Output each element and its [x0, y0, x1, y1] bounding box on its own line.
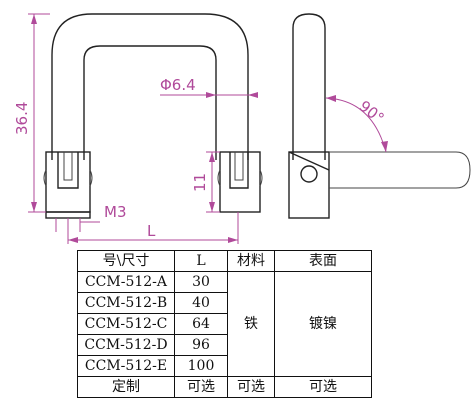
header-model: 号\尺寸 — [77, 250, 175, 272]
right-foot — [219, 151, 261, 213]
angle-label: 90° — [356, 97, 388, 128]
table-footer-row: 定制 可选 可选 可选 — [77, 376, 372, 398]
diameter-dimension: Φ6.4 — [160, 76, 258, 98]
thread-label: M3 — [104, 203, 127, 221]
footer-material: 可选 — [227, 376, 275, 398]
thread-dimension: M3 — [55, 203, 127, 232]
height-dimension: 36.4 — [13, 13, 50, 213]
left-foot — [45, 151, 91, 213]
length-cell: 100 — [174, 355, 228, 377]
footer-model: 定制 — [77, 376, 175, 398]
surface-cell: 镀镍 — [274, 271, 372, 377]
footer-surface: 可选 — [274, 376, 372, 398]
length-cell: 96 — [174, 334, 228, 356]
rotated-handle — [329, 151, 471, 189]
slot-height-dimension: 11 — [191, 151, 220, 213]
side-view-bar — [292, 13, 326, 160]
left-foot-base — [45, 211, 91, 219]
header-length: L — [174, 250, 228, 272]
left-foot-slot — [57, 152, 79, 189]
model-cell: CCM-512-C — [77, 313, 175, 335]
spec-table: 号\尺寸 L 材料 表面 CCM-512-A 30 铁 镀镍 CCM-512-B… — [77, 250, 372, 398]
model-cell: CCM-512-A — [77, 271, 175, 293]
right-foot-slot — [229, 152, 249, 189]
handle-outline — [51, 13, 249, 160]
length-dimension: L — [67, 212, 239, 244]
angle-dimension: 90° — [325, 95, 388, 153]
model-cell: CCM-512-E — [77, 355, 175, 377]
side-view-hole — [300, 165, 318, 183]
material-cell: 铁 — [227, 271, 275, 377]
slot-height-label: 11 — [191, 173, 209, 192]
diameter-label: Φ6.4 — [160, 76, 196, 94]
model-cell: CCM-512-B — [77, 292, 175, 314]
length-cell: 64 — [174, 313, 228, 335]
table-row: CCM-512-B 40 — [77, 292, 372, 314]
length-cell: 40 — [174, 292, 228, 314]
side-view-foot — [288, 151, 330, 219]
table-row: CCM-512-C 64 — [77, 313, 372, 335]
table-row: CCM-512-E 100 — [77, 355, 372, 377]
height-label: 36.4 — [13, 102, 31, 135]
footer-length: 可选 — [174, 376, 228, 398]
length-label: L — [147, 222, 156, 240]
length-cell: 30 — [174, 271, 228, 293]
header-material: 材料 — [227, 250, 275, 272]
table-row: CCM-512-A 30 铁 镀镍 — [77, 271, 372, 377]
model-cell: CCM-512-D — [77, 334, 175, 356]
table-header-row: 号\尺寸 L 材料 表面 — [77, 250, 372, 272]
header-surface: 表面 — [274, 250, 372, 272]
